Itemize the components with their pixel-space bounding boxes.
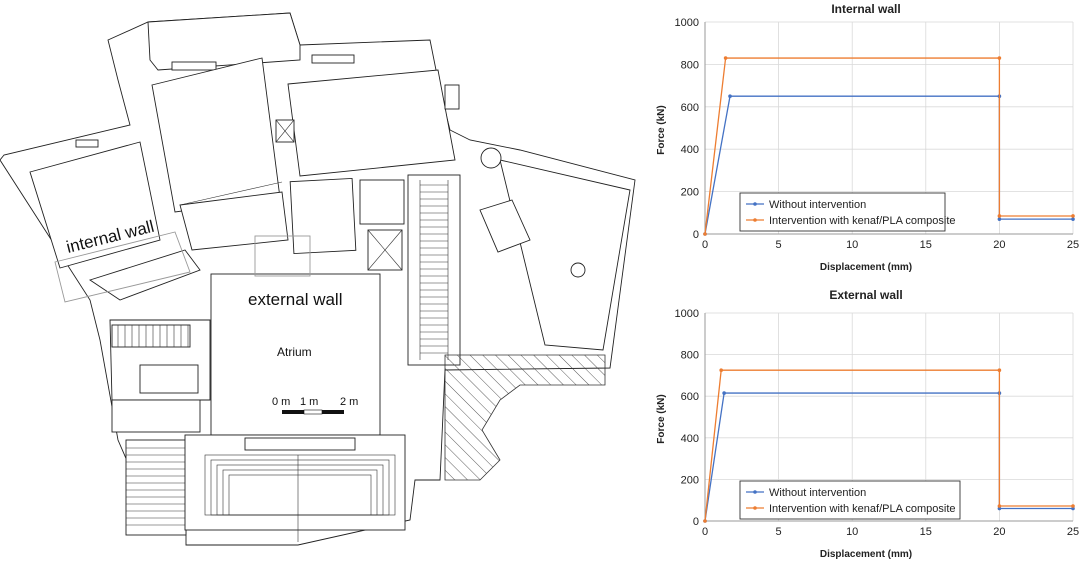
series-point-1 [703,519,707,523]
atrium-label: Atrium [277,345,312,359]
y-axis-label: Force (kN) [656,394,667,443]
building-outline [0,12,636,546]
series-point-1 [1071,214,1075,218]
legend-box [739,480,961,520]
series-point-1 [1071,504,1075,508]
external-wall-label: external wall [248,290,343,309]
y-tick-label: 1000 [675,308,699,320]
series-point-0 [1071,217,1075,221]
internal-wall-frame [54,231,191,303]
y-tick-label: 200 [681,474,699,486]
series-point-1 [997,214,1002,218]
scale-bar: 0 m 1 m 2 m [272,396,358,415]
x-tick-label: 5 [776,239,782,251]
x-tick-label: 20 [993,526,1005,538]
series-point-1 [997,504,1002,508]
scale-label-1: 1 m [300,396,318,408]
series-point-0 [722,391,726,395]
x-tick-label: 20 [993,239,1005,251]
x-tick-label: 15 [920,526,932,538]
chart-internal-wall: Internal wall Force (kN) Displacement (m… [656,2,1079,273]
room-upper-right [287,69,456,177]
legend-marker-1 [753,218,757,222]
series-point-1 [703,232,707,236]
stair-treads [419,180,449,360]
y-tick-label: 200 [681,187,699,199]
x-axis-label: Displacement (mm) [820,262,912,273]
series-point-1 [997,56,1002,60]
y-tick-label: 400 [681,433,699,445]
y-tick-label: 600 [681,391,699,403]
x-tick-label: 25 [1067,239,1079,251]
legend-marker-1 [753,506,757,510]
x-tick-label: 0 [702,239,708,251]
legend-label-0: Without intervention [769,487,866,499]
scale-label-2: 2 m [340,396,358,408]
legend-label-1: Intervention with kenaf/PLA composite [769,503,956,515]
series-point-1 [719,368,723,372]
series-point-1 [997,368,1002,372]
x-tick-label: 0 [702,526,708,538]
y-tick-label: 800 [681,350,699,362]
legend-label-0: Without intervention [769,199,866,211]
atrium [210,273,381,436]
series-point-0 [997,217,1002,221]
y-axis-label: Force (kN) [656,105,667,154]
legend-marker-0 [753,202,757,206]
x-tick-label: 10 [846,526,858,538]
room-right [499,159,631,351]
x-axis-label: Displacement (mm) [820,549,912,560]
y-tick-label: 800 [681,59,699,71]
y-tick-label: 0 [693,516,699,528]
external-wall-frame [254,235,311,277]
x-tick-label: 10 [846,239,858,251]
floor-plan: internal wall external wall Atrium 0 m 1… [0,12,636,546]
y-tick-label: 600 [681,102,699,114]
x-tick-label: 15 [920,239,932,251]
y-tick-label: 400 [681,144,699,156]
y-tick-label: 0 [693,229,699,241]
series-point-0 [997,506,1002,511]
top-annex [147,12,301,71]
chart-title: External wall [829,288,902,302]
legend-label-1: Intervention with kenaf/PLA composite [769,215,956,227]
series-point-0 [728,94,732,98]
series-point-0 [1071,506,1075,511]
hatched-ground [444,354,606,481]
room-central [151,57,281,213]
x-tick-label: 25 [1067,526,1079,538]
series-point-1 [723,56,728,60]
chart-external-wall: External wall Force (kN) Displacement (m… [656,288,1079,560]
x-tick-label: 5 [776,526,782,538]
chart-title: Internal wall [831,2,900,16]
room-upper-left [29,141,161,269]
legend-marker-0 [753,490,757,494]
y-tick-label: 1000 [675,17,699,29]
scale-label-0: 0 m [272,396,290,408]
legend-box [739,192,946,232]
